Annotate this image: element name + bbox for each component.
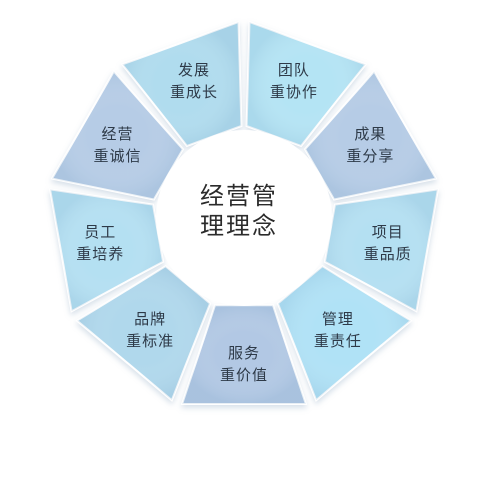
center-disc	[156, 130, 332, 306]
segment-shade-7	[50, 189, 164, 312]
segment-label-brand: 品牌重标准	[126, 309, 175, 350]
segment-label-operation: 经营重诚信	[93, 125, 142, 165]
segment-shade-4	[277, 266, 411, 401]
segment-shade-6	[77, 266, 211, 401]
segment-shade-9	[122, 22, 242, 146]
segment-shade-2	[305, 71, 436, 200]
segment-label-results: 成果重分享	[346, 125, 395, 165]
segment-shade-3	[324, 189, 438, 312]
center-title: 经营管 理理念	[200, 182, 278, 240]
segment-label-team: 团队重协作	[269, 60, 318, 101]
segment-label-management: 管理重责任	[313, 309, 362, 350]
segment-shade-1	[246, 22, 366, 146]
segment-label-development: 发展重成长	[170, 60, 219, 101]
segment-label-project: 项目重品质	[363, 223, 412, 264]
segment-shade-5	[182, 305, 306, 404]
segment-label-service: 服务重价值	[219, 344, 268, 384]
segment-label-staff: 员工重培养	[76, 223, 125, 264]
segment-shade-8	[52, 71, 183, 200]
